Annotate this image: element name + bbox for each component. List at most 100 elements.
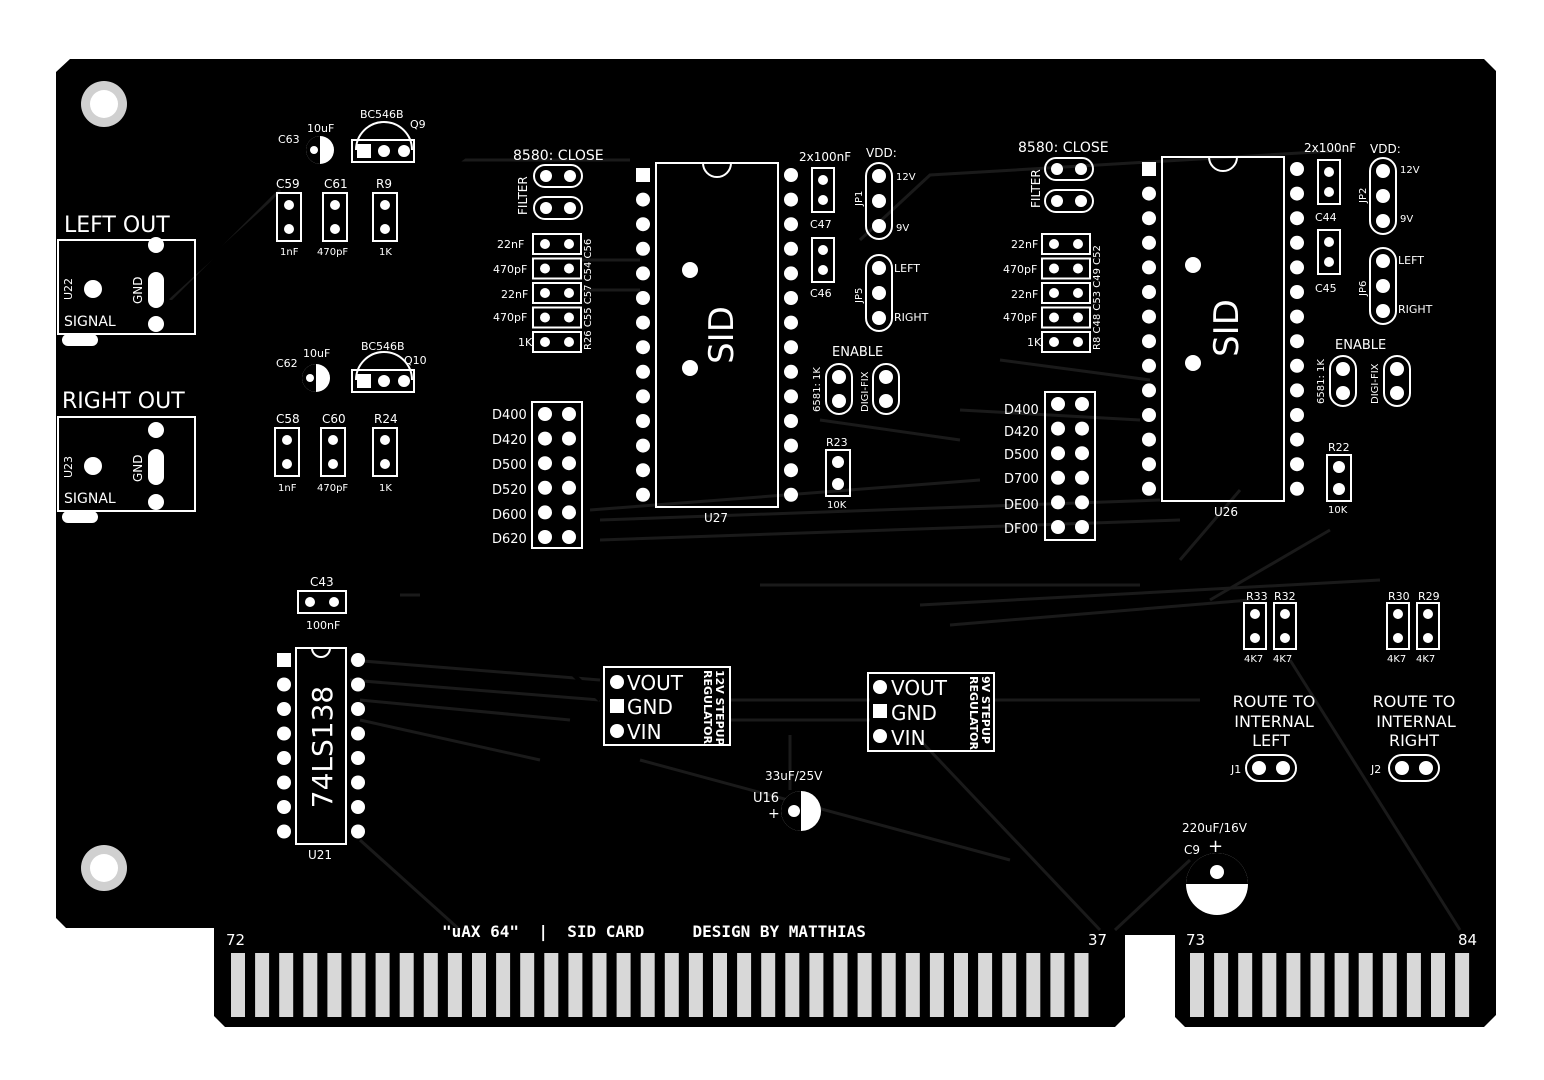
chip-pin [1142, 235, 1156, 250]
c63-label: C63 [278, 133, 300, 146]
decoder-pins [277, 653, 365, 839]
j2-label: J2 [1370, 763, 1381, 776]
r9-value: 1K [379, 247, 392, 258]
decoder-chip-label: 74LS138 [306, 686, 339, 808]
r9-label: R9 [376, 177, 392, 191]
edge-finger [664, 953, 679, 1017]
chip-pin [636, 389, 650, 404]
sid2-digifix-label: DIGI-FIX [1370, 363, 1381, 404]
header-pin [562, 505, 576, 520]
sid2-filter-pads [1051, 163, 1087, 207]
chip-pin [1142, 408, 1156, 422]
chip-pin [636, 241, 650, 256]
sid2-addr-df00: DF00 [1004, 522, 1038, 537]
header-pin [538, 431, 552, 446]
sid1-enable-jumpers [825, 363, 900, 415]
sid1-ref: U27 [704, 511, 728, 525]
chip-pin [784, 463, 798, 478]
r30-value: 4K7 [1387, 654, 1406, 665]
sid2-addr-de00: DE00 [1004, 498, 1039, 513]
cap-pad [1049, 312, 1059, 323]
sid1-vdd-label: VDD: [866, 146, 897, 160]
filter-cap [532, 282, 582, 304]
cap-pad [1073, 288, 1083, 298]
cap-pad [564, 263, 574, 274]
r32-value: 4K7 [1273, 654, 1292, 665]
sid2-pins [1142, 162, 1304, 496]
chip-pin [784, 241, 798, 256]
header-pin [538, 530, 552, 544]
header-pin [562, 480, 576, 495]
sid1-chip [655, 162, 779, 508]
c58-label: C58 [276, 412, 300, 426]
resistor-4k7 [1273, 602, 1297, 650]
resistor-4k7 [1416, 602, 1440, 650]
header-pin [1075, 495, 1089, 510]
filter-cap [532, 306, 582, 329]
jp2-label: JP2 [1358, 188, 1369, 204]
c44-label: C44 [1315, 211, 1337, 224]
cap-pad [1049, 239, 1059, 249]
edge-connector-left [231, 953, 1089, 1017]
chip-pin [1290, 186, 1304, 201]
sid2-addr-d400: D400 [1004, 403, 1039, 418]
jp5-label: JP5 [854, 288, 865, 304]
filter-cap [532, 257, 582, 280]
filter-cap [1041, 306, 1091, 329]
sid1-decoupling-caps [811, 167, 835, 283]
chip-pin [1290, 383, 1304, 398]
chip-pin [784, 266, 798, 281]
r23-value: 10K [827, 500, 847, 511]
r33-label: R33 [1246, 590, 1268, 603]
chip-pin [636, 364, 650, 379]
chip-pin [636, 463, 650, 478]
edge-finger [303, 953, 318, 1017]
sid1-cap-refs: R26 C55 C57 C54 C56 [583, 239, 594, 350]
right-out-jack [57, 416, 196, 523]
chip-pin [784, 291, 798, 305]
edge-finger [1334, 953, 1349, 1017]
resistor-pad [1280, 633, 1290, 643]
edge-finger [833, 953, 848, 1017]
sid2-address-labels: D400 D420 D500 D700 DE00 DF00 [1004, 403, 1039, 537]
c60-label: C60 [322, 412, 346, 426]
edge-finger [713, 953, 727, 1017]
mounting-holes [81, 81, 127, 891]
edge-finger [929, 953, 944, 1017]
c58-value: 1nF [278, 483, 297, 494]
header-pin [562, 431, 576, 446]
filter-cap [532, 331, 582, 353]
sid1-dec-label: 2x100nF [799, 150, 851, 164]
sid1-pins [636, 168, 798, 502]
chip-pin [351, 653, 365, 667]
sid1-close-label: 8580: CLOSE [513, 148, 604, 164]
edge-finger [327, 953, 342, 1017]
reg9-module [867, 672, 995, 752]
header-pin [562, 407, 576, 421]
reg12-vout: VOUT [627, 671, 684, 695]
c45-label: C45 [1315, 282, 1337, 295]
resistor-pad [1423, 609, 1433, 619]
chip-pin [1290, 260, 1304, 275]
edge-finger [447, 953, 462, 1017]
r23-label: R23 [826, 436, 848, 449]
cap-pad [564, 312, 574, 323]
r22-label: R22 [1328, 441, 1350, 454]
route-right-l1: ROUTE TO [1373, 692, 1456, 711]
sid1-digifix-label: DIGI-FIX [860, 371, 871, 412]
sid2-addr-d420: D420 [1004, 425, 1039, 440]
chip-pin [784, 168, 798, 182]
sid2-filter-caps [1041, 233, 1091, 353]
bold-traces [163, 133, 1232, 946]
board-title: "uAX 64" | SID CARD DESIGN BY MATTHIAS [442, 922, 866, 942]
r29-label: R29 [1418, 590, 1440, 603]
chip-pin [1290, 457, 1304, 472]
sid2-decoupling-caps [1317, 159, 1341, 275]
jp2-header [1369, 157, 1397, 235]
edge-finger [978, 953, 993, 1017]
filter-cap [532, 233, 582, 255]
chip-pin [636, 487, 650, 502]
r32-label: R32 [1274, 590, 1296, 603]
filter-cap [1041, 331, 1091, 353]
pullup-resistors [1243, 602, 1440, 650]
